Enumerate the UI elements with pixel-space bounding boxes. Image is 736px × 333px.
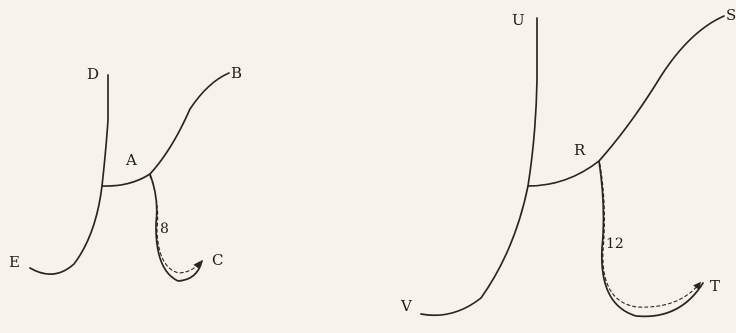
label-u: U	[512, 11, 525, 29]
right-vertical-stem	[420, 17, 538, 317]
right-figure: U S R V T 12	[400, 6, 736, 318]
label-t: T	[710, 277, 720, 295]
path-label-right: 12	[606, 236, 624, 252]
label-r: R	[574, 141, 586, 159]
right-upper-branch	[527, 15, 725, 187]
path-label-left: 8	[160, 221, 169, 237]
left-arrow-path	[149, 175, 201, 274]
right-lower-right-branch	[598, 160, 704, 318]
left-vertical-stem	[29, 74, 109, 275]
label-e: E	[9, 253, 20, 271]
left-figure: D B A E C 8	[9, 64, 242, 282]
left-lower-right-branch	[149, 173, 203, 282]
label-b: B	[231, 64, 242, 82]
label-d: D	[87, 65, 99, 83]
label-v: V	[400, 297, 413, 315]
label-s: S	[726, 6, 736, 24]
left-upper-branch	[101, 72, 230, 187]
label-a: A	[125, 151, 137, 169]
label-c: C	[212, 251, 223, 269]
